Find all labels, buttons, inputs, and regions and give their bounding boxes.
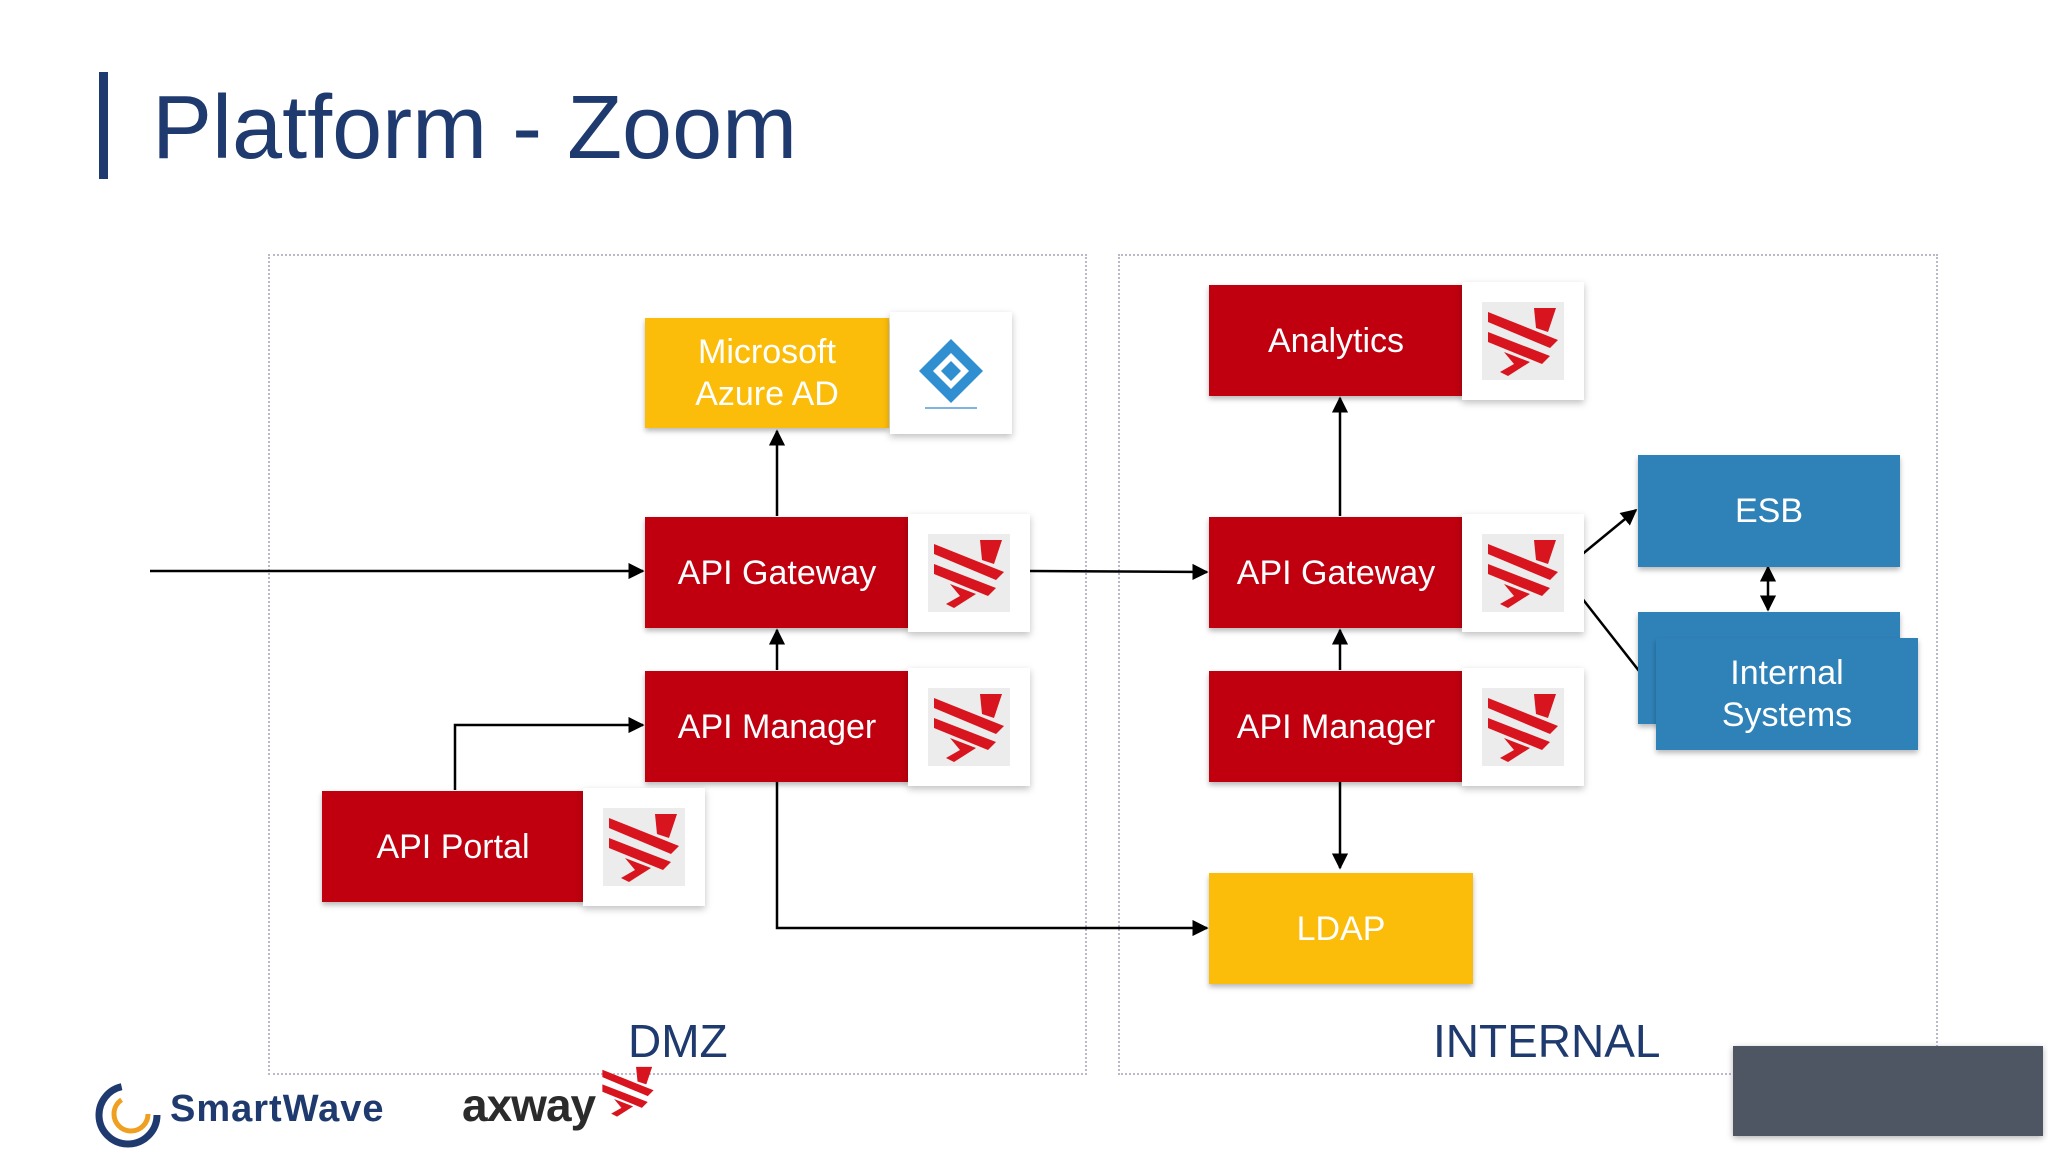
axway-logo-text: axway: [462, 1079, 596, 1131]
azure-ad-diamond-icon: [919, 339, 983, 409]
api-portal-box: API Portal: [322, 791, 584, 902]
api-portal-axway-tile: [583, 788, 705, 906]
ldap-box: LDAP: [1209, 873, 1473, 984]
analytics-axway-tile: [1462, 282, 1584, 400]
internal-zone: [1118, 254, 1938, 1075]
axway-logo-icon: [1482, 688, 1564, 766]
title-accent-bar: [99, 72, 108, 179]
ldap-label: LDAP: [1296, 909, 1386, 948]
internal-systems-box: Internal Systems: [1656, 638, 1918, 750]
internal-api-gateway-box: API Gateway: [1209, 517, 1463, 628]
azure-ad-logo-tile: [890, 312, 1012, 434]
esb-box: ESB: [1638, 455, 1900, 567]
internal-api-manager-label: API Manager: [1236, 707, 1436, 746]
axway-logo-icon: [1482, 534, 1564, 612]
dmz-api-gateway-label: API Gateway: [677, 553, 877, 592]
internal-api-manager-box: API Manager: [1209, 671, 1463, 782]
axway-logo-icon: [928, 534, 1010, 612]
esb-label: ESB: [1734, 492, 1804, 530]
internal-label: INTERNAL: [1433, 1015, 1661, 1067]
internal-gateway-axway-tile: [1462, 514, 1584, 632]
analytics-label: Analytics: [1267, 321, 1405, 360]
dmz-gateway-to-internal-gateway-arrow: [1029, 563, 1209, 581]
internal-api-gateway-label: API Gateway: [1236, 553, 1436, 592]
portal-to-dmz-manager-arrow: [453, 716, 645, 790]
api-portal-label: API Portal: [376, 827, 530, 866]
video-overlay-panel: [1733, 1046, 2043, 1136]
axway-logo-icon: [1482, 302, 1564, 380]
page-title: Platform - Zoom: [152, 78, 798, 178]
dmz-manager-axway-tile: [908, 668, 1030, 786]
axway-logo-icon: [928, 688, 1010, 766]
dmz-api-gateway-box: API Gateway: [645, 517, 909, 628]
internal-systems-label: Internal Systems: [1721, 654, 1853, 734]
dmz-gateway-axway-tile: [908, 514, 1030, 632]
dmz-manager-to-ldap-arrow: [775, 782, 1209, 937]
azure-ad-box: Microsoft Azure AD: [645, 318, 889, 428]
dmz-api-manager-box: API Manager: [645, 671, 909, 782]
axway-logo-icon: [603, 808, 685, 886]
analytics-box: Analytics: [1209, 285, 1463, 396]
smartwave-swirl-icon: [95, 1082, 161, 1148]
dmz-zone: [268, 254, 1087, 1075]
internal-manager-axway-tile: [1462, 668, 1584, 786]
azure-ad-label: Microsoft Azure AD: [695, 333, 839, 413]
dmz-api-manager-label: API Manager: [677, 707, 877, 746]
smartwave-logo-text: SmartWave: [170, 1088, 385, 1130]
dmz-label: DMZ: [628, 1015, 728, 1067]
axway-brand-icon: [602, 1066, 654, 1117]
